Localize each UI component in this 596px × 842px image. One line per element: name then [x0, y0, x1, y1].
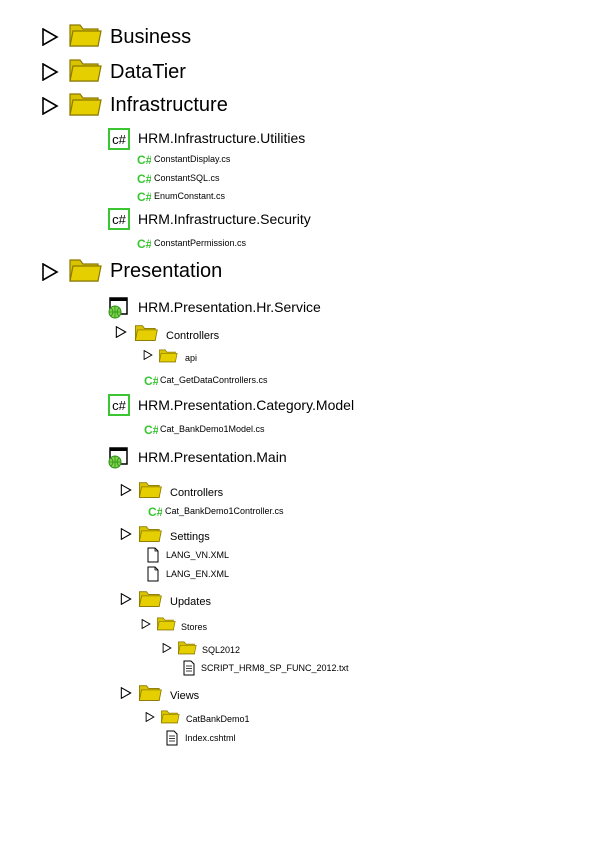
- csharp-file-icon: [137, 190, 151, 202]
- expand-triangle-icon[interactable]: [120, 528, 132, 540]
- project-label-category-model[interactable]: HRM.Presentation.Category.Model: [138, 397, 355, 413]
- expand-triangle-icon[interactable]: [141, 619, 151, 629]
- web-project-icon: [107, 447, 129, 469]
- project-label-utilities[interactable]: HRM.Infrastructure.Utilities: [138, 130, 306, 146]
- file-label[interactable]: Cat_BankDemo1Model.cs: [160, 424, 265, 434]
- folder-label-controllers[interactable]: Controllers: [170, 487, 224, 499]
- document-icon: [166, 730, 178, 746]
- folder-icon: [138, 523, 162, 543]
- expand-triangle-icon[interactable]: [143, 350, 153, 360]
- file-label[interactable]: Index.cshtml: [185, 733, 236, 743]
- folder-icon: [134, 322, 158, 342]
- folder-icon: [138, 682, 162, 702]
- folder-icon: [160, 708, 180, 724]
- file-label[interactable]: Cat_BankDemo1Controller.cs: [165, 506, 284, 516]
- document-icon: [147, 566, 159, 582]
- expand-triangle-icon[interactable]: [41, 97, 59, 115]
- project-label-main[interactable]: HRM.Presentation.Main: [138, 449, 287, 465]
- file-label[interactable]: ConstantDisplay.cs: [154, 154, 231, 164]
- csharp-project-icon: [108, 208, 130, 230]
- csharp-file-icon: [137, 172, 151, 184]
- expand-triangle-icon[interactable]: [41, 63, 59, 81]
- folder-label-infrastructure[interactable]: Infrastructure: [110, 94, 228, 116]
- folder-icon: [156, 615, 176, 631]
- folder-label-views[interactable]: Views: [170, 690, 200, 702]
- file-label[interactable]: ConstantSQL.cs: [154, 173, 220, 183]
- folder-label-sql2012[interactable]: SQL2012: [202, 645, 241, 655]
- file-label[interactable]: EnumConstant.cs: [154, 191, 226, 201]
- csharp-project-icon: [108, 394, 130, 416]
- folder-icon: [68, 55, 102, 83]
- file-label[interactable]: ConstantPermission.cs: [154, 238, 247, 248]
- web-project-icon: [107, 297, 129, 319]
- expand-triangle-icon[interactable]: [115, 326, 127, 338]
- csharp-file-icon: [137, 237, 151, 249]
- file-label[interactable]: SCRIPT_HRM8_SP_FUNC_2012.txt: [201, 663, 349, 673]
- project-label-security[interactable]: HRM.Infrastructure.Security: [138, 211, 311, 227]
- expand-triangle-icon[interactable]: [41, 28, 59, 46]
- folder-icon: [138, 479, 162, 499]
- expand-triangle-icon[interactable]: [145, 712, 155, 722]
- folder-label-updates[interactable]: Updates: [170, 596, 211, 608]
- file-label[interactable]: LANG_EN.XML: [166, 569, 230, 579]
- file-label[interactable]: Cat_GetDataControllers.cs: [160, 375, 268, 385]
- csharp-file-icon: [144, 423, 158, 435]
- expand-triangle-icon[interactable]: [120, 484, 132, 496]
- document-icon: [183, 660, 195, 676]
- project-label-hr-service[interactable]: HRM.Presentation.Hr.Service: [138, 299, 321, 315]
- folder-icon: [158, 347, 178, 363]
- folder-label-presentation[interactable]: Presentation: [110, 260, 223, 282]
- folder-label-business[interactable]: Business: [110, 26, 192, 48]
- folder-label-api[interactable]: api: [185, 353, 198, 363]
- csharp-project-icon: [108, 128, 130, 150]
- expand-triangle-icon[interactable]: [120, 593, 132, 605]
- expand-triangle-icon[interactable]: [120, 687, 132, 699]
- file-label[interactable]: LANG_VN.XML: [166, 550, 230, 560]
- folder-label-catbankdemo1[interactable]: CatBankDemo1: [186, 714, 250, 724]
- csharp-file-icon: [148, 505, 162, 517]
- folder-label-settings[interactable]: Settings: [170, 531, 210, 543]
- expand-triangle-icon[interactable]: [41, 263, 59, 281]
- folder-icon: [68, 20, 102, 48]
- folder-icon: [138, 588, 162, 608]
- folder-label-stores[interactable]: Stores: [181, 622, 208, 632]
- csharp-file-icon: [144, 374, 158, 386]
- document-icon: [147, 547, 159, 563]
- folder-label-datatier[interactable]: DataTier: [110, 61, 186, 83]
- csharp-file-icon: [137, 153, 151, 165]
- folder-label-controllers[interactable]: Controllers: [166, 330, 220, 342]
- expand-triangle-icon[interactable]: [162, 643, 172, 653]
- folder-icon: [68, 255, 102, 283]
- folder-icon: [68, 89, 102, 117]
- folder-icon: [177, 639, 197, 655]
